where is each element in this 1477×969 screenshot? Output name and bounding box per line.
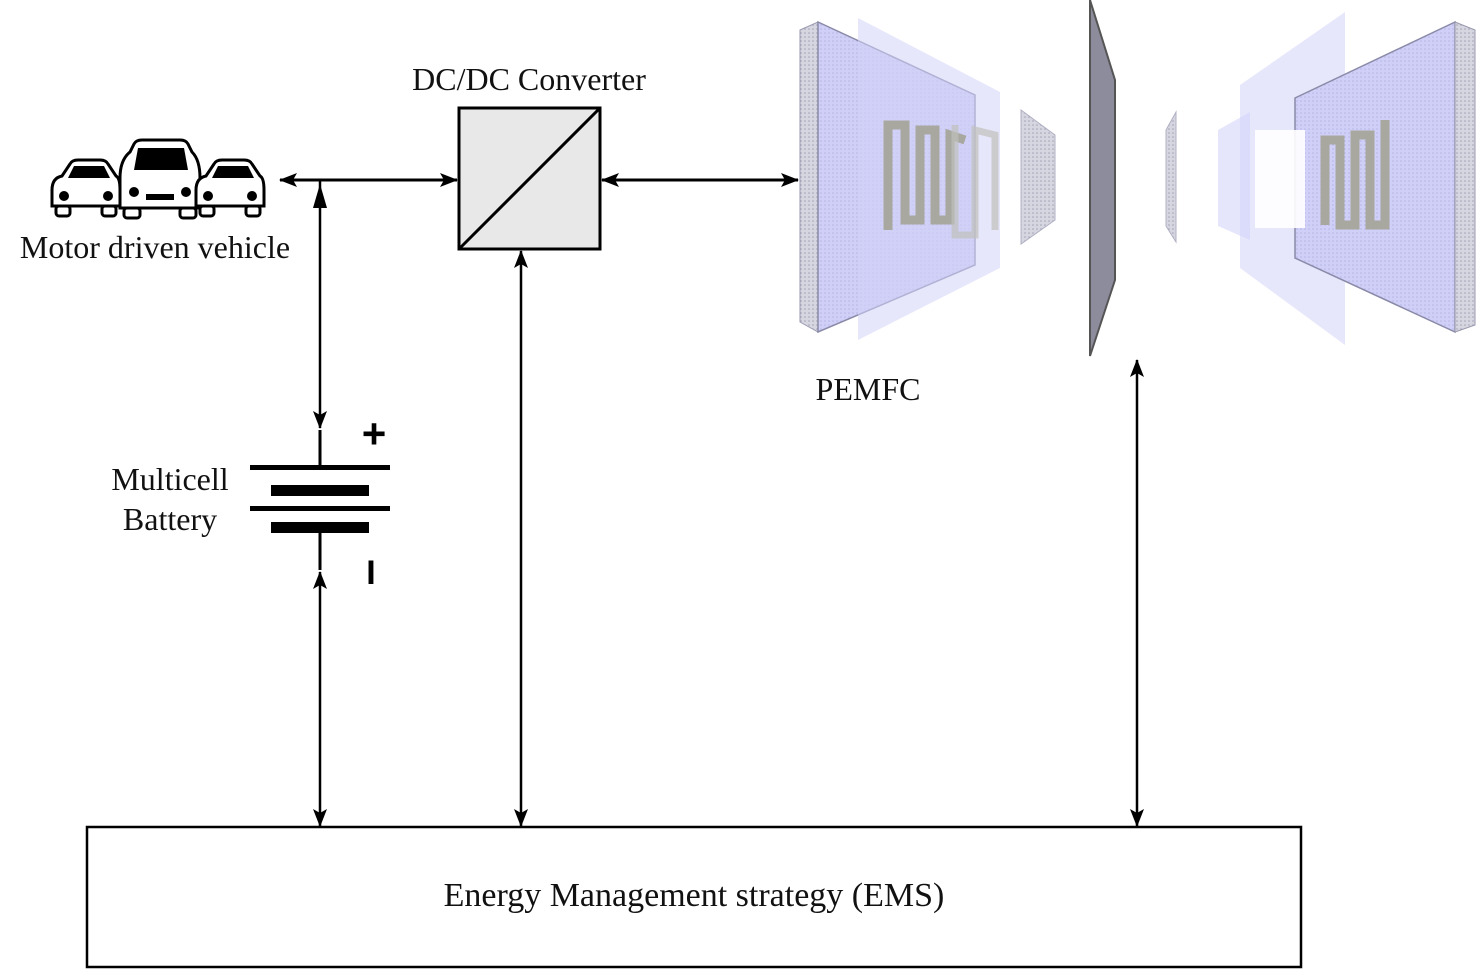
converter-label: DC/DC Converter bbox=[412, 61, 646, 97]
vehicle-label: Motor driven vehicle bbox=[20, 229, 290, 265]
bus-junction-arrowhead bbox=[313, 184, 327, 208]
pemfc-label: PEMFC bbox=[816, 371, 921, 407]
car-group-icon bbox=[50, 138, 266, 220]
ems-label: Energy Management strategy (EMS) bbox=[444, 877, 945, 914]
car-center-icon bbox=[118, 138, 202, 220]
car-left-icon bbox=[50, 158, 122, 218]
car-right-icon bbox=[194, 158, 266, 218]
ems-box bbox=[85, 825, 1303, 969]
battery-label-line1: Multicell bbox=[111, 461, 228, 497]
battery-plus-label: + bbox=[362, 410, 387, 457]
pemfc-stack-icon bbox=[799, 0, 1476, 357]
battery-label-line2: Battery bbox=[123, 501, 217, 537]
battery-symbol-icon bbox=[250, 430, 390, 570]
dc-dc-converter-icon bbox=[457, 106, 602, 251]
battery-minus-label: I bbox=[366, 554, 375, 592]
